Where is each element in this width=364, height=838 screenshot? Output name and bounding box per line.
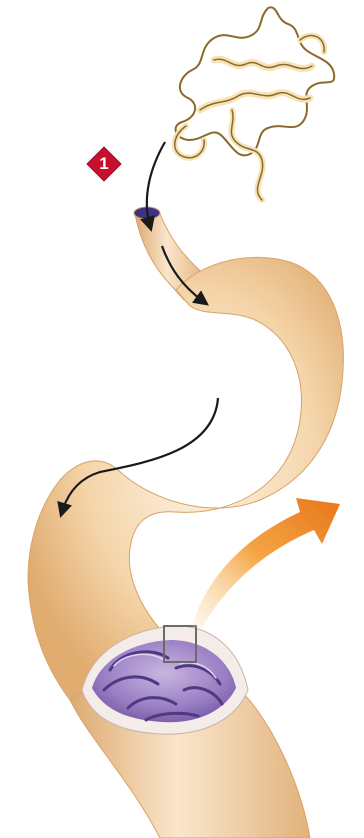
step-marker: 1 (84, 144, 124, 184)
protein-coil-icon (175, 7, 334, 200)
step-number: 1 (84, 144, 124, 184)
callout-arrow-icon (192, 498, 340, 628)
